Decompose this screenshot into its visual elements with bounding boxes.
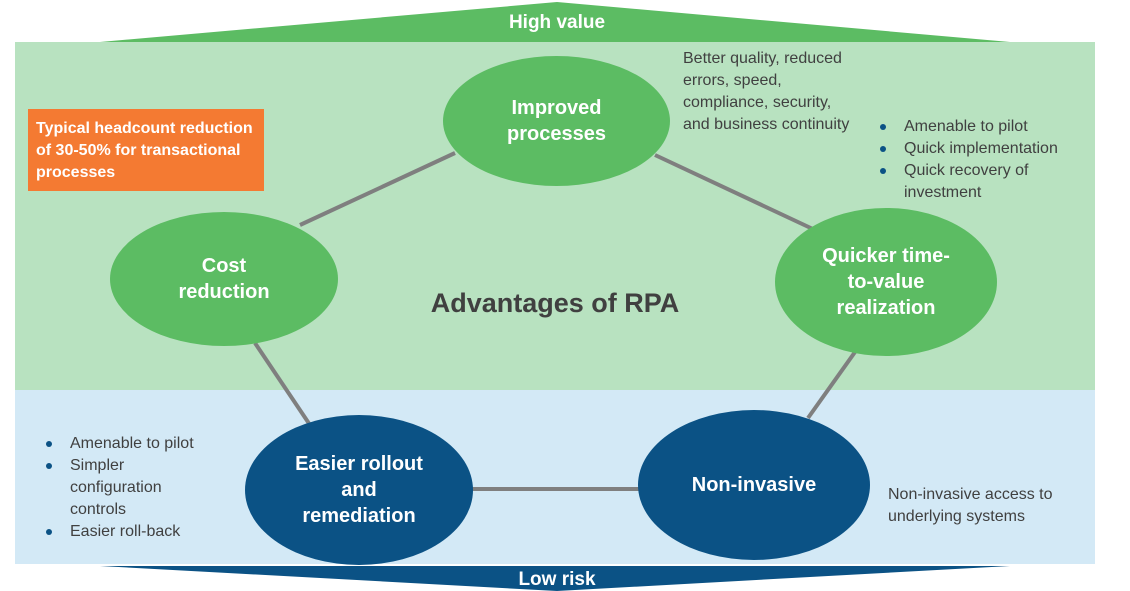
connector-improved-cost [299,151,456,227]
node-non-invasive: Non-invasive [638,410,870,560]
list-item: Simpler configuration controls [40,455,185,521]
list-item: Amenable to pilot [874,116,1100,138]
list-item: Amenable to pilot [40,433,240,455]
quicker-benefits-list: Amenable to pilot Quick implementation Q… [874,116,1100,204]
list-item: Quick implementation [874,138,1100,160]
node-cost-reduction: Cost reduction [110,212,338,346]
connector-quicker-noninvasive [806,343,862,420]
rollout-benefits-list: Amenable to pilot Simpler configuration … [40,433,240,543]
non-invasive-note: Non-invasive access to underlying system… [888,486,1053,525]
list-item: Quick recovery of investment [874,160,1100,204]
list-item: Easier roll-back [40,521,240,543]
high-value-arrow [100,2,1010,42]
node-improved-processes: Improved processes [443,56,670,186]
node-easier-rollout: Easier rollout and remediation [245,415,473,565]
low-risk-zone [15,390,1095,564]
low-risk-label: Low risk [518,569,596,590]
headcount-callout: Typical headcount reduction of 30-50% fo… [28,109,264,191]
low-risk-arrow [100,566,1010,591]
node-quicker-time-to-value: Quicker time- to-value realization [775,208,997,356]
high-value-label: High value [508,12,606,33]
connector-improved-quicker [654,153,816,232]
improved-processes-note: Better quality, reduced errors, speed, c… [683,50,850,133]
diagram-title: Advantages of RPA [430,288,680,318]
connector-cost-rollout [253,341,312,427]
